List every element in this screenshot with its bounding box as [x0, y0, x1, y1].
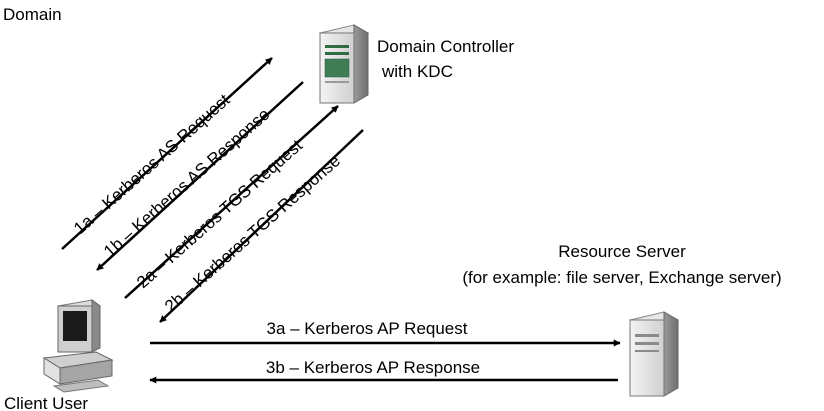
client-user-label: Client User — [4, 394, 88, 411]
arrow-2b — [159, 129, 364, 323]
client-computer-icon — [42, 299, 114, 393]
resource-server-label-line1: Resource Server — [558, 242, 686, 261]
resource-server-label-line2: (for example: file server, Exchange serv… — [462, 268, 781, 287]
domain-label: Domain — [3, 5, 62, 24]
resource-server-icon — [628, 311, 680, 397]
dc-label-line2: with KDC — [381, 62, 453, 81]
arrow-2a — [124, 105, 339, 299]
arrow-1a — [61, 57, 273, 250]
domain-controller-server-icon — [318, 24, 370, 104]
msg-3a-label: 3a – Kerberos AP Request — [267, 319, 468, 338]
msg-3b-label: 3b – Kerberos AP Response — [266, 358, 480, 377]
arrow-1b — [96, 81, 304, 271]
dc-label-line1: Domain Controller — [377, 37, 514, 56]
